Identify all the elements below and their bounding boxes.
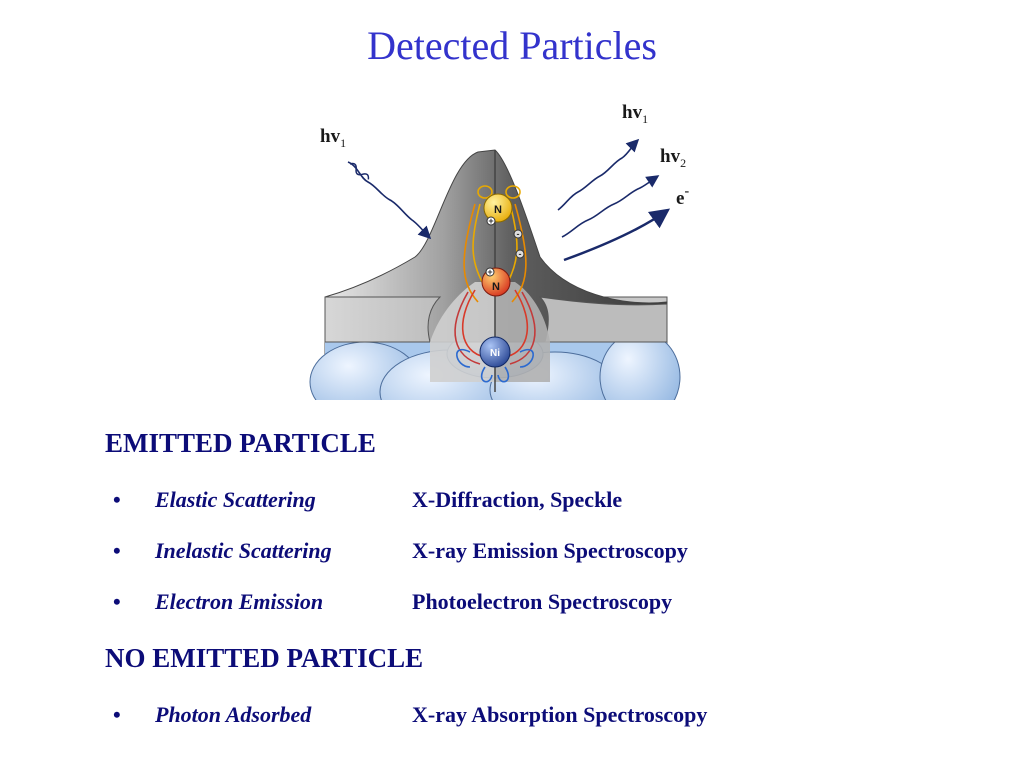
elastic-photon: hv1 <box>557 102 648 211</box>
atom-n-middle-label: N <box>492 281 500 293</box>
technique-label: Photoelectron Spectroscopy <box>412 589 673 614</box>
method-label: Elastic Scattering <box>155 487 316 512</box>
technique-label: X-Diffraction, Speckle <box>412 487 623 512</box>
inelastic-photon: hv2 <box>561 146 686 238</box>
electron-label: e- <box>676 184 689 209</box>
incoming-photon-label: hv1 <box>320 126 346 150</box>
section-heading-emitted: EMITTED PARTICLE <box>105 428 376 458</box>
atom-ni-label: Ni <box>490 348 500 359</box>
section-heading-no-emitted: NO EMITTED PARTICLE <box>105 643 424 673</box>
technique-label: X-ray Emission Spectroscopy <box>412 538 688 563</box>
emitted-electron: e- <box>563 184 689 262</box>
method-label: Photon Adsorbed <box>155 702 312 727</box>
atom-ni: Ni <box>479 336 511 368</box>
technique-label: X-ray Absorption Spectroscopy <box>412 702 708 727</box>
inelastic-photon-label: hv2 <box>660 146 686 170</box>
bullet: • <box>113 589 121 614</box>
charge-markers: + - + - <box>485 216 525 277</box>
bullet: • <box>113 487 121 512</box>
atom-n-top: N <box>483 193 513 223</box>
adsorption-illustration: N N Ni + - + - hv1 hv1 hv2 <box>300 102 710 404</box>
svg-text:+: + <box>488 216 493 226</box>
svg-text:-: - <box>519 249 522 259</box>
bullet: • <box>113 538 121 563</box>
molecular-orbitals <box>454 185 536 383</box>
incoming-photon: hv1 <box>320 126 432 240</box>
method-label: Inelastic Scattering <box>155 538 332 563</box>
svg-text:-: - <box>517 229 520 239</box>
svg-text:+: + <box>487 267 492 277</box>
slide-title: Detected Particles <box>367 23 657 68</box>
bullet: • <box>113 702 121 727</box>
method-label: Electron Emission <box>155 589 324 614</box>
elastic-photon-label: hv1 <box>622 102 648 126</box>
atom-n-top-label: N <box>494 204 502 216</box>
